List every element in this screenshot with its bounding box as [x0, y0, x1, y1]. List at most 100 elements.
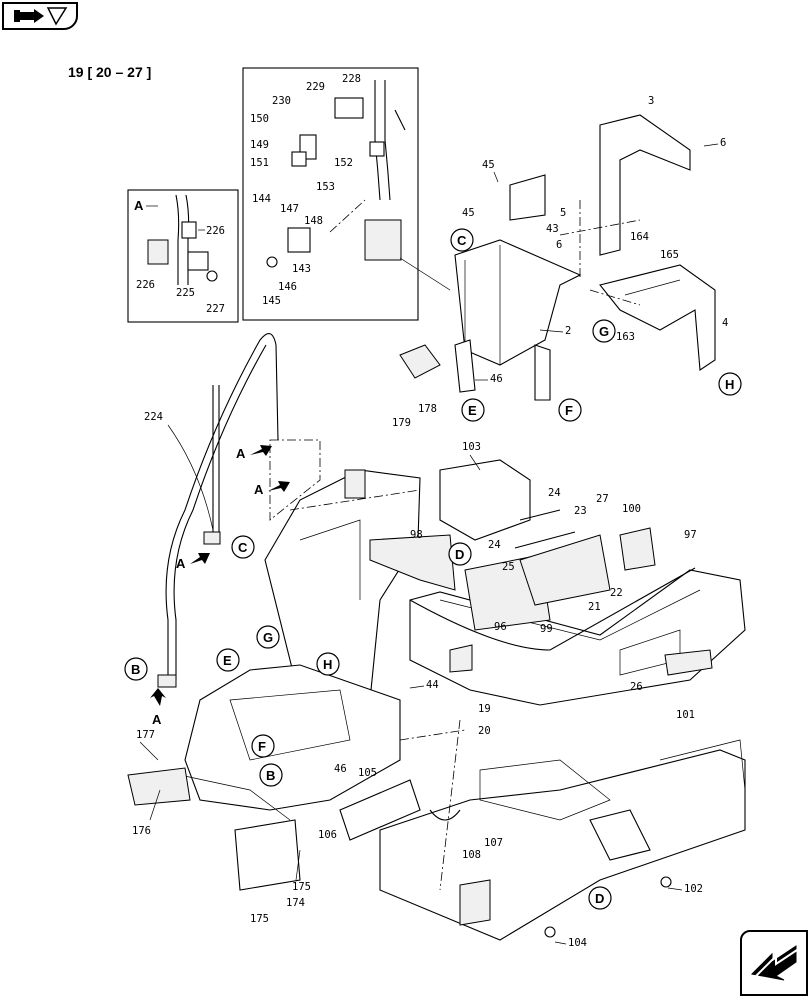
view-arrow-label: A — [152, 712, 162, 727]
callout-229: 229 — [306, 81, 325, 93]
callout-25: 25 — [502, 561, 515, 573]
lower-chassis — [127, 664, 746, 941]
bubble-b: B — [266, 768, 275, 783]
callout-98: 98 — [410, 529, 423, 541]
view-arrow-label: A — [236, 446, 246, 461]
bubble-b: B — [131, 662, 140, 677]
callout-152: 152 — [334, 157, 353, 169]
handrail — [157, 333, 279, 688]
callout-27: 27 — [596, 493, 609, 505]
callout-146: 146 — [278, 281, 297, 293]
callout-22: 22 — [610, 587, 623, 599]
callout-96: 96 — [494, 621, 507, 633]
view-arrows: A A A A — [150, 445, 290, 727]
counterweight-hood — [369, 459, 746, 706]
callout-179: 179 — [392, 417, 411, 429]
callout-148: 148 — [304, 215, 323, 227]
callout-106: 106 — [318, 829, 337, 841]
bubble-g: G — [263, 630, 273, 645]
detail-view-a: A — [127, 189, 239, 323]
callout-23: 23 — [574, 505, 587, 517]
callout-6: 6 — [720, 137, 726, 149]
callout-147: 147 — [280, 203, 299, 215]
bubble-g: G — [599, 324, 609, 339]
bubble-d: D — [595, 891, 604, 906]
callout-21: 21 — [588, 601, 601, 613]
callout-2: 2 — [565, 325, 571, 337]
callout-175: 175 — [250, 913, 269, 925]
callout-26: 26 — [630, 681, 643, 693]
arrow-down-left-icon — [750, 945, 801, 981]
callout-3: 3 — [648, 95, 654, 107]
callout-151: 151 — [250, 157, 269, 169]
callout-99: 99 — [540, 623, 553, 635]
view-arrow-label: A — [254, 482, 264, 497]
callout-163: 163 — [616, 331, 635, 343]
callout-228: 228 — [342, 73, 361, 85]
detail-view-label: A — [134, 198, 144, 213]
callout-153: 153 — [316, 181, 335, 193]
callout-226: 226 — [206, 225, 225, 237]
callout-224: 224 — [144, 411, 163, 423]
callout-174: 174 — [286, 897, 305, 909]
page-reference: 19 [ 20 – 27 ] — [68, 64, 152, 80]
bubble-h: H — [725, 377, 734, 392]
leader-lines — [139, 143, 719, 945]
callout-97: 97 — [684, 529, 697, 541]
callout-145: 145 — [262, 295, 281, 307]
detail-callout-numbers: 229 228 230 150 149 151 152 153 144 147 … — [136, 73, 361, 315]
callout-150: 150 — [250, 113, 269, 125]
callout-227: 227 — [206, 303, 225, 315]
callout-24: 24 — [548, 487, 561, 499]
callout-103: 103 — [462, 441, 481, 453]
callout-46: 46 — [490, 373, 503, 385]
callout-5: 5 — [560, 207, 566, 219]
callout-226: 226 — [136, 279, 155, 291]
callout-105: 105 — [358, 767, 377, 779]
bubble-h: H — [323, 657, 332, 672]
callout-225: 225 — [176, 287, 195, 299]
callout-19: 19 — [478, 703, 491, 715]
callout-107: 107 — [484, 837, 503, 849]
callout-43: 43 — [546, 223, 559, 235]
bubble-e: E — [223, 653, 232, 668]
callout-177: 177 — [136, 729, 155, 741]
callout-175: 175 — [292, 881, 311, 893]
callout-4: 4 — [722, 317, 728, 329]
reference-bubbles: C G H E F C B D G E H F B D — [124, 228, 742, 910]
callout-101: 101 — [676, 709, 695, 721]
callout-numbers: 3 6 45 45 5 43 6 164 165 163 4 2 46 178 … — [132, 95, 728, 949]
callout-44: 44 — [426, 679, 439, 691]
next-page-button[interactable] — [740, 930, 808, 996]
callout-164: 164 — [630, 231, 649, 243]
detail-view-mount — [242, 67, 451, 321]
bubble-f: F — [565, 403, 573, 418]
bubble-e: E — [468, 403, 477, 418]
hand-pointing-icon — [14, 7, 68, 26]
callout-6: 6 — [556, 239, 562, 251]
bubble-c: C — [238, 540, 248, 555]
callout-104: 104 — [568, 937, 587, 949]
callout-45: 45 — [462, 207, 475, 219]
upper-bracket-assembly — [399, 114, 716, 401]
callout-165: 165 — [660, 249, 679, 261]
callout-143: 143 — [292, 263, 311, 275]
callout-102: 102 — [684, 883, 703, 895]
callout-176: 176 — [132, 825, 151, 837]
callout-149: 149 — [250, 139, 269, 151]
callout-108: 108 — [462, 849, 481, 861]
bubble-d: D — [455, 547, 464, 562]
callout-46: 46 — [334, 763, 347, 775]
callout-45: 45 — [482, 159, 495, 171]
callout-20: 20 — [478, 725, 491, 737]
callout-230: 230 — [272, 95, 291, 107]
previous-page-button[interactable] — [2, 2, 78, 30]
bubble-f: F — [258, 739, 266, 754]
callout-144: 144 — [252, 193, 271, 205]
callout-100: 100 — [622, 503, 641, 515]
view-arrow-label: A — [176, 556, 186, 571]
callout-178: 178 — [418, 403, 437, 415]
bubble-c: C — [457, 233, 467, 248]
callout-24: 24 — [488, 539, 501, 551]
